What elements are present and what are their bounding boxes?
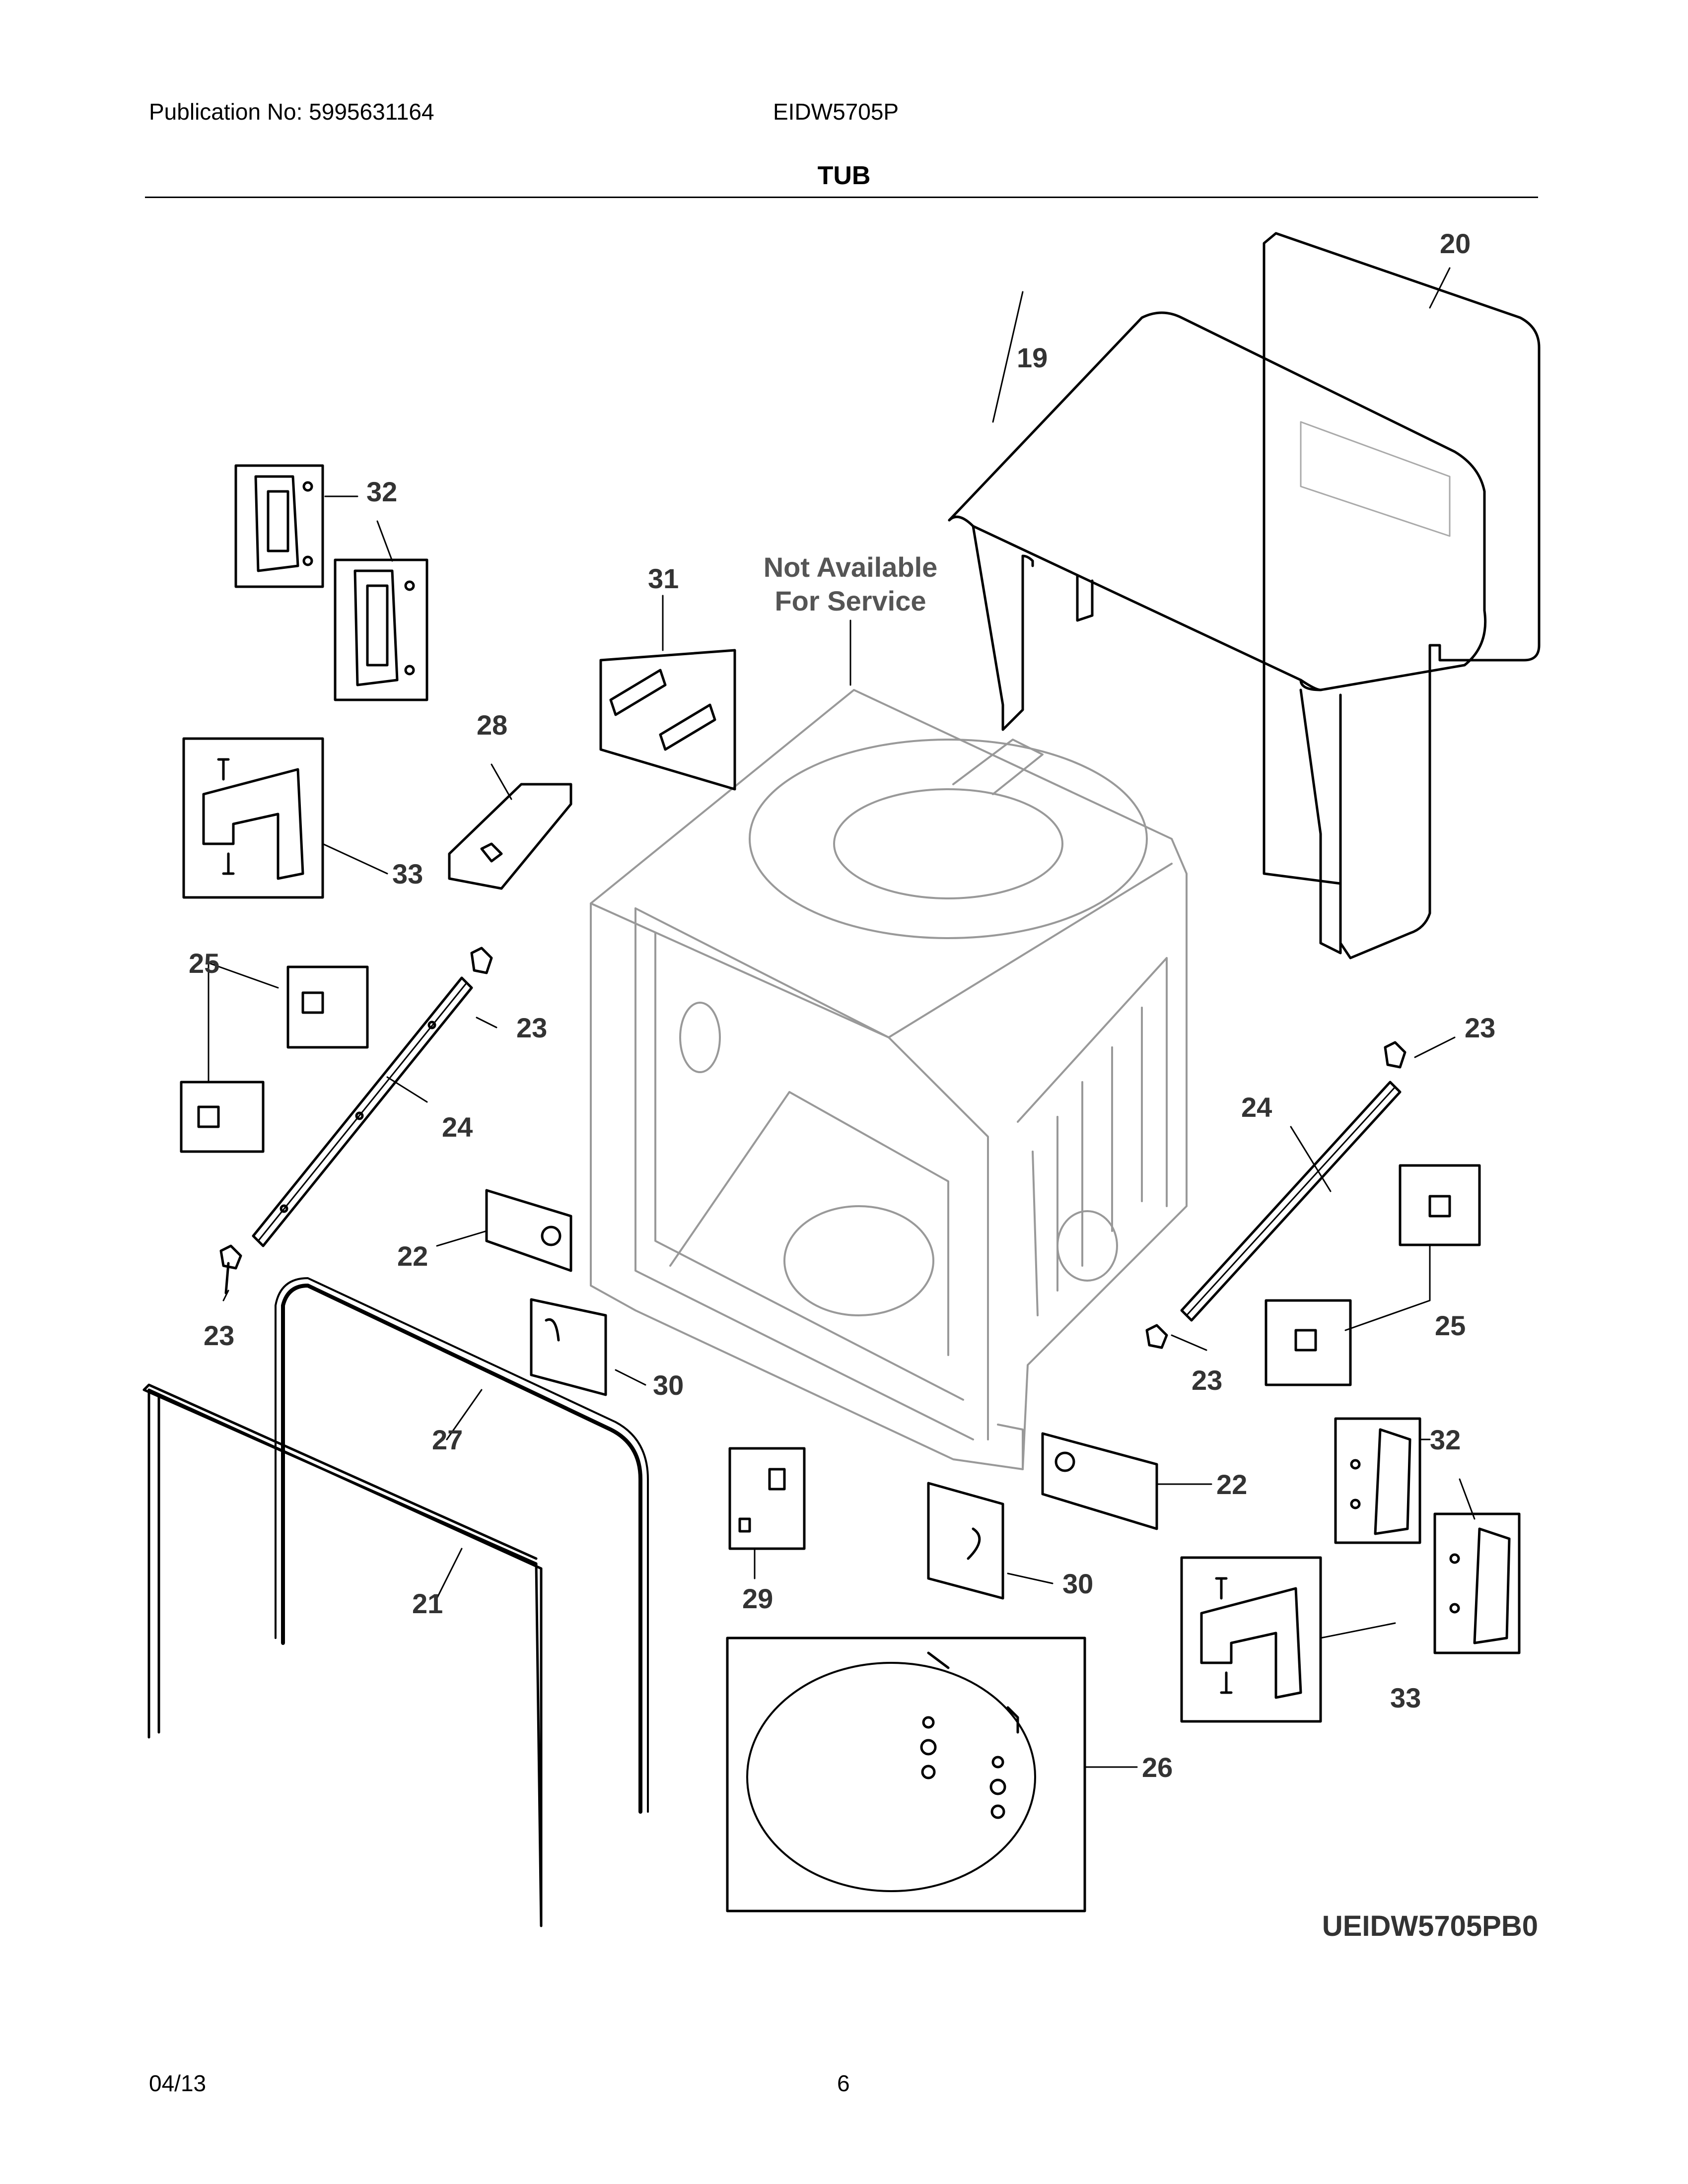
callout-23-a: 23 [516, 1012, 547, 1043]
part-27-gasket [275, 1277, 649, 1814]
callout-23-c: 23 [1465, 1012, 1495, 1043]
part-22-bracket-left [485, 1189, 572, 1272]
publication-date: 04/13 [149, 2070, 207, 2096]
part-31-hinge-set [599, 649, 736, 791]
part-19-wrap [948, 311, 1487, 955]
not-available-line1: Not Available [764, 551, 938, 583]
callout-31: 31 [648, 563, 679, 594]
tub-not-available [590, 689, 1188, 1470]
part-28-latch [448, 783, 572, 890]
part-23-clip-d [1145, 1324, 1168, 1349]
part-22-bracket-right [1041, 1432, 1158, 1530]
callout-21: 21 [412, 1588, 443, 1619]
page-title: TUB [817, 161, 871, 190]
callout-30-left: 30 [653, 1369, 684, 1401]
part-32-bracket-left [234, 464, 428, 701]
callout-23-d: 23 [1192, 1365, 1222, 1396]
part-29-clip-set [728, 1447, 806, 1550]
page-number: 6 [837, 2070, 850, 2096]
publication-number: Publication No: 5995631164 [149, 99, 434, 125]
part-30-bracket-right [927, 1482, 1004, 1600]
part-25-bracket-right [1265, 1164, 1481, 1386]
part-24-rail-right [1180, 1081, 1402, 1322]
part-26-heater-box [726, 1637, 1086, 1912]
part-33-bracket-right [1180, 1556, 1322, 1723]
header-rule [145, 197, 1538, 198]
part-24-rail-left [252, 976, 473, 1247]
part-23-clip-a [470, 947, 493, 974]
part-33-bracket-left [182, 737, 324, 899]
callout-32-right: 32 [1430, 1424, 1461, 1455]
callout-22-left: 22 [397, 1240, 428, 1272]
callout-33-left: 33 [392, 858, 423, 889]
callout-25-left: 25 [189, 948, 219, 979]
part-32-bracket-right [1334, 1417, 1521, 1654]
part-23-clip-b [219, 1244, 242, 1295]
callout-30-right: 30 [1062, 1568, 1093, 1599]
diagram-code: UEIDW5705PB0 [1322, 1910, 1538, 1942]
not-available-line2: For Service [774, 585, 926, 616]
callout-27: 27 [432, 1424, 463, 1455]
callout-33-right: 33 [1390, 1682, 1421, 1713]
callout-24-right: 24 [1241, 1092, 1272, 1123]
callout-29: 29 [742, 1583, 773, 1614]
callout-23-b: 23 [204, 1320, 234, 1351]
callout-24-left: 24 [442, 1111, 473, 1143]
callout-22-right: 22 [1216, 1469, 1247, 1500]
callout-32-left: 32 [366, 476, 397, 507]
model-number: EIDW5705P [773, 99, 899, 125]
callout-26: 26 [1142, 1752, 1173, 1783]
part-30-bracket-left [530, 1298, 607, 1396]
callout-19: 19 [1017, 342, 1048, 373]
leader-lines [208, 267, 1476, 1768]
part-25-bracket-left [180, 965, 369, 1153]
part-21-gasket [142, 1383, 543, 1927]
part-23-clip-c [1384, 1041, 1407, 1069]
part-20-side-panel [1263, 232, 1541, 959]
callout-25-right: 25 [1435, 1310, 1466, 1341]
callout-20: 20 [1440, 228, 1471, 259]
callout-28: 28 [477, 709, 507, 741]
